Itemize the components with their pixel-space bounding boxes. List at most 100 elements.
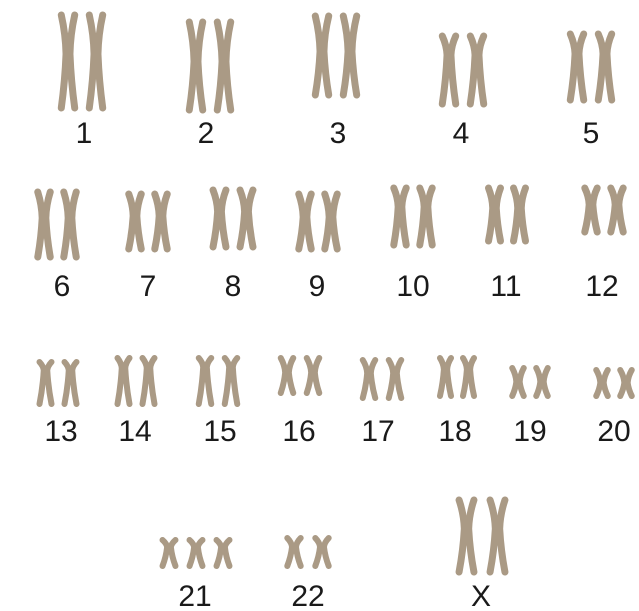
chromatid-pair: [60, 188, 80, 261]
chromatid-pair: [385, 357, 405, 401]
chromosome-9-copy-1: [295, 190, 315, 253]
chromatid-pair: [607, 184, 627, 236]
chromosome-set-6: [34, 188, 80, 261]
chromosome-label-6: 6: [54, 270, 71, 303]
chromosome-label-12: 12: [585, 270, 618, 303]
chromosome-5-copy-1: [566, 30, 588, 104]
chromosome-set-4: [438, 32, 488, 108]
chromosome-7-copy-1: [125, 190, 145, 253]
chromosome-label-8: 8: [225, 270, 242, 303]
chromosome-9-copy-2: [321, 190, 341, 253]
chromosome-21-copy-3: [213, 537, 233, 569]
chromosome-19-copy-1: [509, 365, 527, 399]
chromatid-pair: [509, 365, 527, 399]
chromatid-pair: [312, 535, 332, 569]
chromatid-pair: [114, 355, 133, 407]
chromosome-set-15: [195, 355, 241, 407]
chromosome-set-3: [311, 12, 361, 99]
chromatid-pair: [321, 190, 341, 253]
chromatid-pair: [581, 184, 601, 236]
chromatid-pair: [311, 12, 333, 99]
chromatid-pair: [213, 537, 233, 569]
chromosome-set-12: [581, 184, 627, 236]
chromosome-set-19: [509, 365, 551, 399]
chromosome-label-16: 16: [282, 415, 315, 448]
chromosome-set-22: [284, 535, 332, 569]
chromosome-label-10: 10: [396, 270, 429, 303]
chromosome-label-4: 4: [453, 117, 470, 150]
chromosome-label-1: 1: [76, 117, 93, 150]
chromatid-pair: [438, 32, 460, 108]
chromosome-x-copy-2: [486, 496, 509, 576]
chromosome-label-x: X: [471, 580, 491, 611]
chromosome-1-copy-2: [85, 11, 107, 112]
chromosome-set-1: [57, 11, 107, 112]
chromatid-pair: [416, 184, 436, 249]
chromosome-19-copy-2: [533, 365, 551, 399]
chromosome-2-copy-2: [213, 18, 235, 114]
chromosome-13-copy-2: [61, 359, 80, 407]
chromatid-pair: [566, 30, 588, 104]
chromatid-pair: [277, 355, 297, 396]
chromosome-label-7: 7: [140, 270, 157, 303]
chromatid-pair: [593, 367, 611, 399]
chromatid-pair: [295, 190, 315, 253]
chromosome-2-copy-1: [185, 18, 207, 114]
chromatid-pair: [36, 359, 55, 407]
chromosome-3-copy-2: [339, 12, 361, 99]
chromatid-pair: [236, 186, 257, 251]
chromatid-pair: [455, 496, 478, 576]
chromosome-22-copy-2: [312, 535, 332, 569]
chromatid-pair: [221, 355, 241, 407]
chromosome-10-copy-2: [416, 184, 436, 249]
chromosome-20-copy-1: [593, 367, 611, 399]
chromatid-pair: [485, 184, 504, 245]
chromatid-pair: [303, 355, 323, 396]
chromosome-set-20: [593, 367, 635, 399]
chromosome-7-copy-2: [151, 190, 171, 253]
chromosome-13-copy-1: [36, 359, 55, 407]
chromosome-1-copy-1: [57, 11, 79, 112]
chromosome-set-21: [159, 537, 233, 569]
chromatid-pair: [533, 365, 551, 399]
chromatid-pair: [339, 12, 361, 99]
chromosome-17-copy-1: [359, 357, 379, 401]
chromatid-pair: [510, 184, 529, 245]
chromosome-6-copy-1: [34, 188, 54, 261]
chromatid-pair: [186, 537, 206, 569]
chromatid-pair: [195, 355, 215, 407]
chromosome-label-17: 17: [361, 415, 394, 448]
chromosome-8-copy-2: [236, 186, 257, 251]
chromosome-label-5: 5: [583, 117, 600, 150]
chromatid-pair: [185, 18, 207, 114]
chromatid-pair: [390, 184, 410, 249]
chromosome-14-copy-1: [114, 355, 133, 407]
chromosome-set-10: [390, 184, 436, 249]
chromatid-pair: [459, 355, 478, 399]
chromatid-pair: [125, 190, 145, 253]
chromosome-layer: [34, 11, 635, 576]
chromosome-set-11: [485, 184, 529, 245]
chromosome-16-copy-1: [277, 355, 297, 396]
chromosome-15-copy-2: [221, 355, 241, 407]
chromosome-label-15: 15: [203, 415, 236, 448]
chromatid-pair: [617, 367, 635, 399]
chromatid-pair: [85, 11, 107, 112]
chromosome-set-2: [185, 18, 235, 114]
chromatid-pair: [34, 188, 54, 261]
chromosome-6-copy-2: [60, 188, 80, 261]
chromosome-label-13: 13: [44, 415, 77, 448]
chromosome-set-17: [359, 357, 405, 401]
chromatid-pair: [209, 186, 230, 251]
chromosome-14-copy-2: [139, 355, 158, 407]
chromosome-label-18: 18: [438, 415, 471, 448]
chromatid-pair: [284, 535, 304, 569]
chromatid-pair: [213, 18, 235, 114]
chromosome-20-copy-2: [617, 367, 635, 399]
chromatid-pair: [57, 11, 79, 112]
chromosome-label-3: 3: [330, 117, 347, 150]
chromosome-10-copy-1: [390, 184, 410, 249]
chromosome-label-14: 14: [118, 415, 151, 448]
